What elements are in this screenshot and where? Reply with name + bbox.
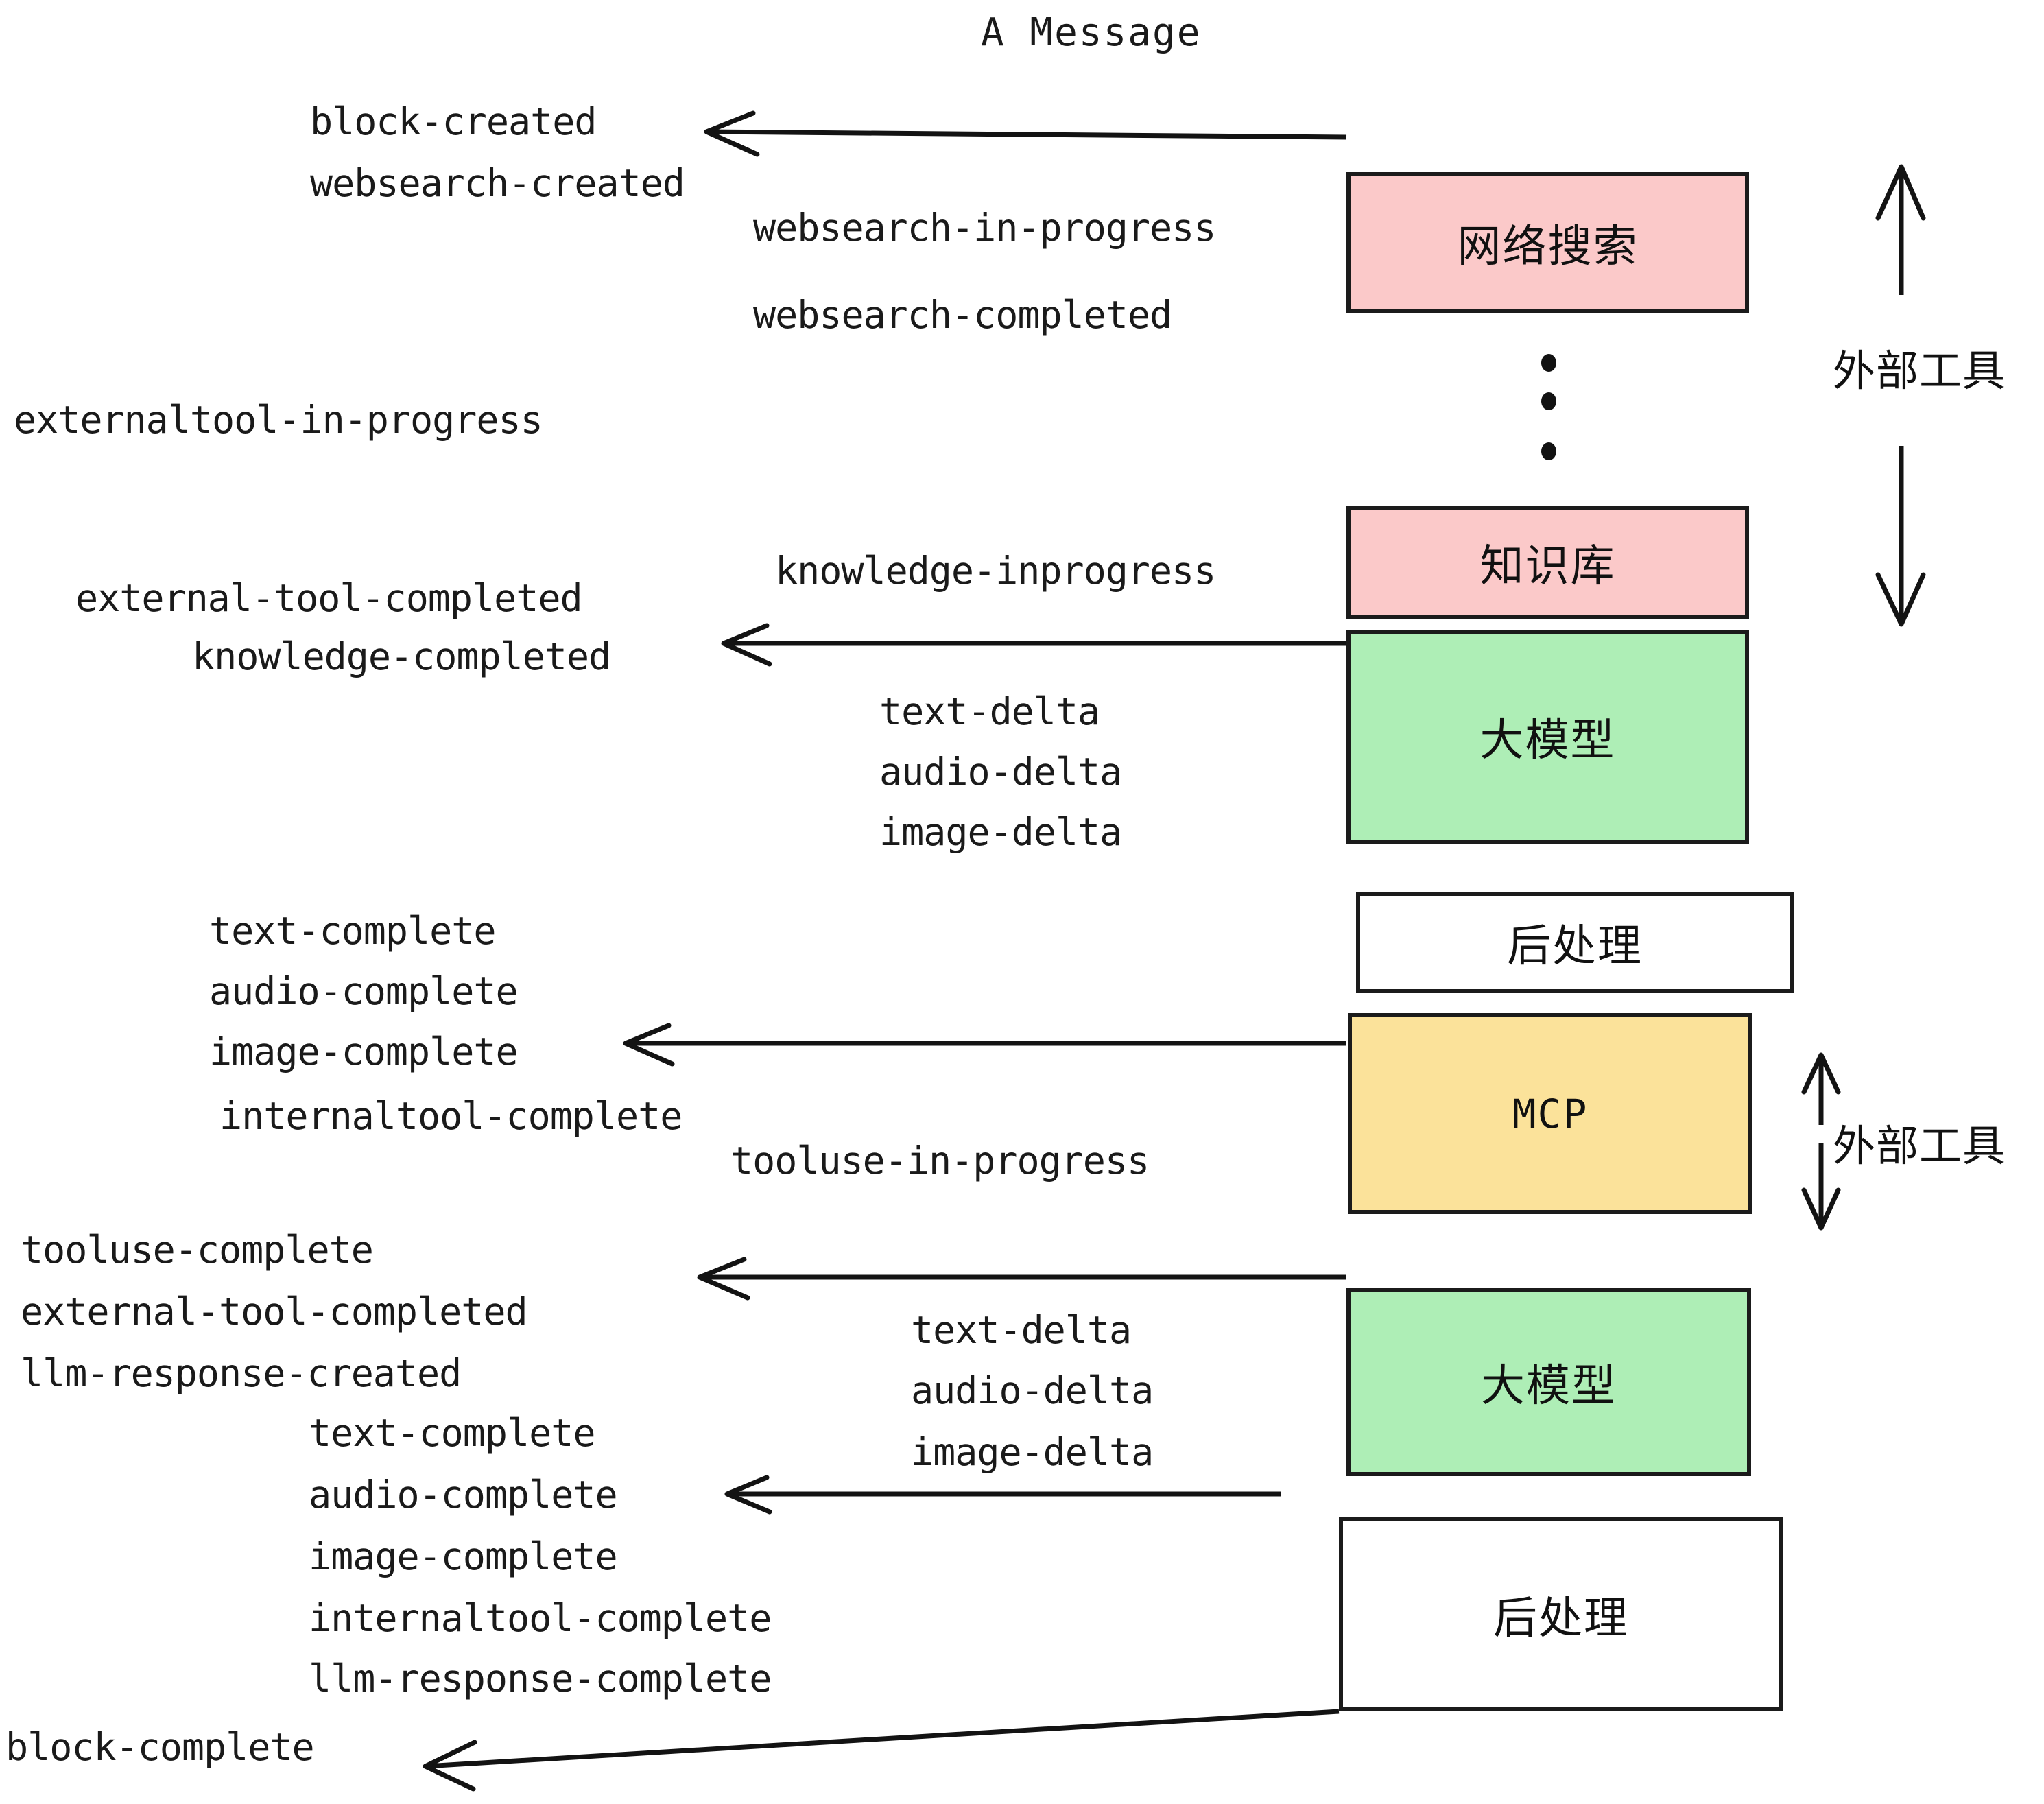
- event-websearch-in-progress: websearch-in-progress: [753, 206, 1216, 250]
- event-llm-response-complete: llm-response-complete: [309, 1657, 772, 1700]
- diagram-title: A Message: [981, 10, 1202, 55]
- event-external-tool-completed-2: external-tool-completed: [21, 1290, 528, 1333]
- box-postprocess-1[interactable]: 后处理: [1356, 892, 1794, 993]
- side-label-external-tools-bottom: 外部工具: [1833, 1121, 2006, 1171]
- event-llm-response-created: llm-response-created: [21, 1351, 462, 1395]
- event-image-complete-1: image-complete: [209, 1030, 519, 1073]
- event-knowledge-inprogress: knowledge-inprogress: [775, 549, 1216, 593]
- arrow-websearch-to-events: [704, 110, 1347, 157]
- event-text-delta-2: text-delta: [911, 1308, 1132, 1352]
- box-mcp-label: MCP: [1512, 1090, 1589, 1137]
- event-text-complete-1: text-complete: [209, 909, 496, 953]
- arrow-postprocess1-to-events: [623, 1023, 1346, 1067]
- event-block-complete: block-complete: [5, 1725, 315, 1769]
- event-websearch-completed: websearch-completed: [753, 293, 1172, 337]
- event-audio-delta-1: audio-delta: [879, 750, 1122, 794]
- event-externaltool-in-progress: externaltool-in-progress: [14, 398, 543, 442]
- event-tooluse-in-progress: tooluse-in-progress: [730, 1139, 1150, 1183]
- box-knowledge[interactable]: 知识库: [1346, 506, 1749, 619]
- box-postprocess-2[interactable]: 后处理: [1339, 1517, 1783, 1711]
- box-websearch[interactable]: 网络搜索: [1346, 172, 1749, 313]
- event-text-complete-2: text-complete: [309, 1411, 595, 1455]
- event-internaltool-complete-2: internaltool-complete: [309, 1596, 772, 1640]
- arrow-postprocess2-to-block-complete: [423, 1709, 1340, 1792]
- event-external-tool-completed-1: external-tool-completed: [75, 576, 583, 620]
- ellipsis-dot-2: [1541, 392, 1556, 410]
- box-postprocess-1-label: 后处理: [1507, 921, 1643, 972]
- event-image-complete-2: image-complete: [309, 1534, 618, 1578]
- box-llm-1[interactable]: 大模型: [1346, 630, 1749, 844]
- event-internaltool-complete-1: internaltool-complete: [219, 1094, 682, 1138]
- box-mcp[interactable]: MCP: [1348, 1013, 1752, 1214]
- box-llm-2[interactable]: 大模型: [1346, 1288, 1751, 1476]
- box-llm-1-label: 大模型: [1479, 715, 1616, 766]
- event-image-delta-2: image-delta: [911, 1430, 1154, 1474]
- box-knowledge-label: 知识库: [1479, 541, 1616, 592]
- arrow-knowledge-to-events: [721, 623, 1346, 667]
- arrow-external-tools-top-up: [1875, 164, 1926, 295]
- box-websearch-label: 网络搜索: [1457, 222, 1639, 272]
- side-label-external-tools-top: 外部工具: [1833, 346, 2006, 396]
- event-audio-complete-1: audio-complete: [209, 969, 519, 1013]
- event-image-delta-1: image-delta: [879, 810, 1122, 854]
- arrow-llm2-to-events: [724, 1475, 1281, 1515]
- event-audio-complete-2: audio-complete: [309, 1473, 618, 1517]
- event-knowledge-completed: knowledge-completed: [192, 634, 611, 678]
- event-websearch-created: websearch-created: [310, 161, 685, 205]
- ellipsis-dot-3: [1541, 442, 1556, 460]
- arrow-mcp-to-events: [697, 1257, 1346, 1301]
- box-postprocess-2-label: 后处理: [1493, 1593, 1629, 1644]
- event-audio-delta-2: audio-delta: [911, 1368, 1154, 1412]
- event-tooluse-complete: tooluse-complete: [21, 1228, 374, 1272]
- arrow-external-tools-top-down: [1875, 446, 1926, 627]
- box-llm-2-label: 大模型: [1481, 1361, 1617, 1412]
- event-block-created: block-created: [310, 99, 597, 143]
- event-text-delta-1: text-delta: [879, 689, 1100, 733]
- ellipsis-dot-1: [1541, 354, 1556, 372]
